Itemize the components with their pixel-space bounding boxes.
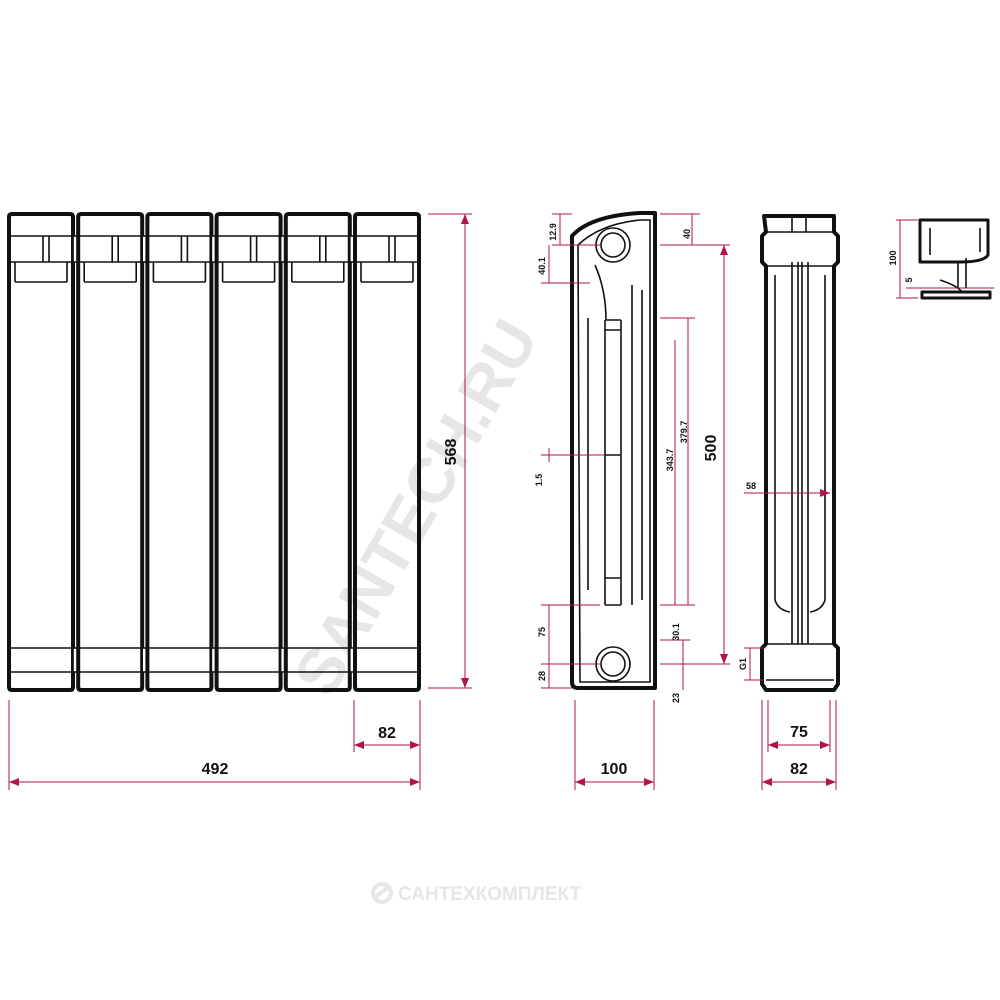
svg-text:23: 23 xyxy=(671,693,681,703)
side-dimensions: 12.9 40.1 1.5 75 28 40 379.7 343.7 xyxy=(534,213,730,790)
svg-text:100: 100 xyxy=(888,250,898,265)
watermark-diagonal: SANTECH.RU xyxy=(280,308,552,707)
svg-text:40: 40 xyxy=(682,229,692,239)
radiator-section xyxy=(76,212,145,692)
svg-text:12.9: 12.9 xyxy=(548,223,558,241)
radiator-section xyxy=(283,212,352,692)
front-view: 568 82 492 xyxy=(7,212,472,790)
dimension-total-width: 492 xyxy=(8,700,420,790)
radiator-sections xyxy=(7,212,421,692)
radiator-section xyxy=(145,212,214,692)
brand-logo-icon xyxy=(371,882,393,904)
side-view: 12.9 40.1 1.5 75 28 40 379.7 343.7 xyxy=(534,211,730,790)
svg-text:343.7: 343.7 xyxy=(665,449,675,472)
end-dimensions: 58 G1 75 82 xyxy=(738,481,837,790)
dimension-section-width: 82 xyxy=(353,700,421,790)
svg-text:379.7: 379.7 xyxy=(679,421,689,444)
svg-text:30.1: 30.1 xyxy=(671,623,681,641)
svg-text:28: 28 xyxy=(537,671,547,681)
axis-distance-label: 500 xyxy=(703,435,720,462)
svg-text:G1: G1 xyxy=(738,658,748,670)
radiator-section xyxy=(353,212,421,692)
svg-text:САНТЕХКОМПЛЕКТ: САНТЕХКОМПЛЕКТ xyxy=(398,884,582,905)
radiator-section xyxy=(214,212,283,692)
svg-text:5: 5 xyxy=(904,277,914,282)
dimension-height: 568 xyxy=(428,213,472,689)
bracket-view: 100 5 xyxy=(888,218,994,300)
svg-text:58: 58 xyxy=(746,481,756,491)
height-label: 568 xyxy=(443,439,460,466)
depth-label: 100 xyxy=(601,761,628,778)
end-view: 58 G1 75 82 xyxy=(738,214,840,790)
svg-text:SANTECH.RU: SANTECH.RU xyxy=(280,308,552,707)
svg-text:75: 75 xyxy=(537,627,547,637)
watermark-brand: САНТЕХКОМПЛЕКТ xyxy=(371,882,582,905)
outer-width-label: 82 xyxy=(790,761,808,778)
total-width-label: 492 xyxy=(202,761,229,778)
radiator-section xyxy=(7,212,75,692)
svg-text:40.1: 40.1 xyxy=(537,257,547,275)
section-width-label: 82 xyxy=(378,725,396,742)
bracket-dimensions: 100 5 xyxy=(888,219,994,299)
svg-text:1.5: 1.5 xyxy=(534,474,544,487)
inner-width-label: 75 xyxy=(790,724,808,741)
